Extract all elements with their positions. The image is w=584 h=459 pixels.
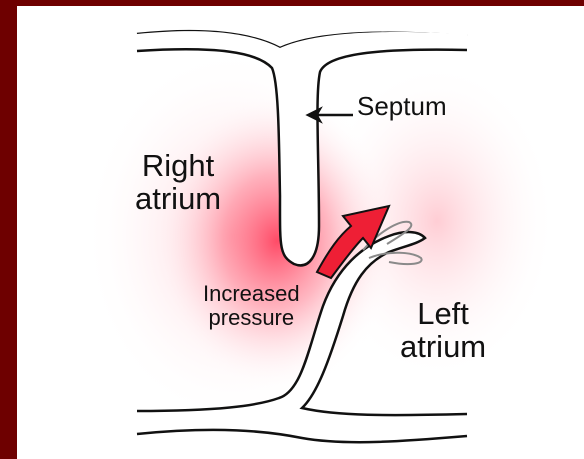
left-atrium-label: Left atrium	[400, 297, 486, 364]
increased-pressure-label: Increased pressure	[203, 282, 300, 330]
left-atrium-label-line-1: Left	[400, 297, 486, 330]
right-atrium-label-line-2: atrium	[135, 182, 221, 215]
increased-pressure-label-line-1: Increased	[203, 282, 300, 306]
atrial-septum-diagram	[17, 6, 584, 459]
left-atrium-label-line-2: atrium	[400, 330, 486, 363]
diagram-panel: Septum Right atrium Increased pressure L…	[17, 6, 584, 459]
increased-pressure-label-line-2: pressure	[203, 306, 300, 330]
septum-label: Septum	[357, 92, 447, 120]
right-atrium-label-line-1: Right	[135, 149, 221, 182]
right-atrium-label: Right atrium	[135, 149, 221, 216]
